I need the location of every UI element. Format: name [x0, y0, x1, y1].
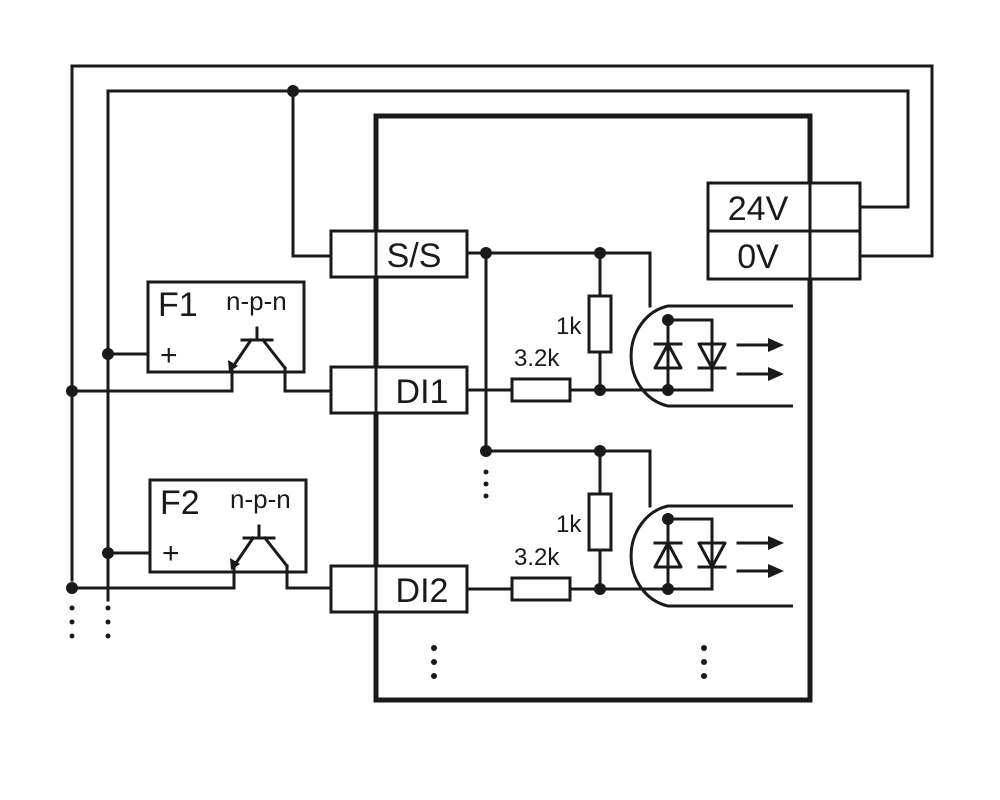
sensor-f2-name: F2: [160, 484, 200, 522]
optocoupler-2-icon: [629, 504, 793, 608]
terminal-ss-label: S/S: [387, 237, 442, 275]
terminal-ss: S/S: [329, 229, 469, 279]
resistor-shunt-2-label: 1k: [556, 511, 582, 538]
optocoupler-1-icon: [629, 304, 793, 408]
terminal-di2-label: DI2: [396, 572, 449, 610]
supply-wiring: [70, 64, 934, 602]
resistor-shunt-1-label: 1k: [556, 313, 582, 340]
ss-common-wiring: [465, 247, 652, 508]
ss-common-continuation-dots: [483, 469, 489, 499]
resistor-series-2: [510, 576, 572, 602]
npn-transistor-icon: [228, 326, 288, 372]
terminal-di1-label: DI1: [396, 373, 449, 411]
bus-continuation-dots: [69, 605, 111, 639]
sensor-f1-type: n-p-n: [226, 286, 287, 316]
terminal-0v-label: 0V: [737, 238, 779, 276]
sensor-f2-type: n-p-n: [230, 484, 291, 514]
terminal-24v-label: 24V: [728, 190, 789, 228]
sensor-f1-name: F1: [158, 286, 198, 324]
resistor-shunt-2: [587, 492, 613, 552]
channel-2: F2 n-p-n + DI2 3.2k 1k: [70, 445, 793, 614]
resistor-series-1-label: 3.2k: [514, 345, 560, 372]
power-terminal-block: 24V 0V: [706, 181, 862, 281]
sensor-f2-plus: +: [162, 537, 180, 570]
npn-transistor-icon: [230, 524, 290, 570]
channel-1: F1 n-p-n + DI1 3.2k 1k: [70, 247, 793, 415]
resistor-series-2-label: 3.2k: [514, 544, 560, 571]
resistor-shunt-1: [587, 294, 613, 354]
sensor-f1-plus: +: [160, 339, 178, 372]
module-continuation-dots: [431, 645, 707, 679]
resistor-series-1: [510, 377, 572, 403]
